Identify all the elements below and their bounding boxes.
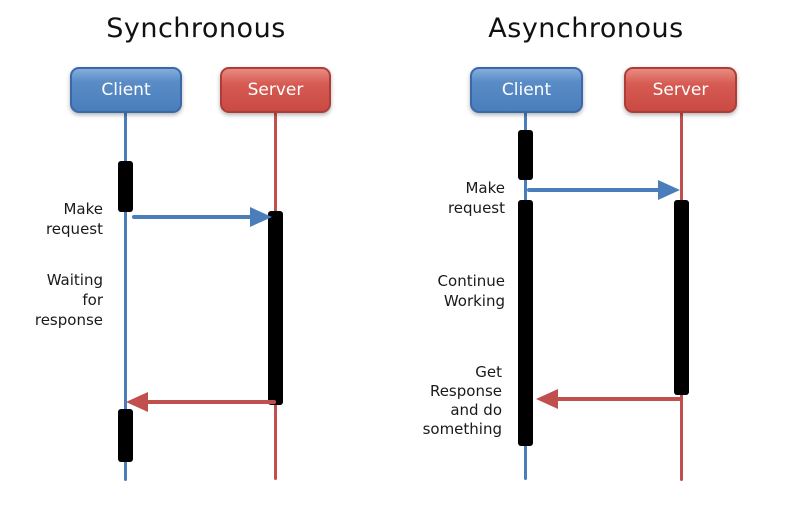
sync-response-arrowhead: [126, 392, 148, 412]
sync-request-arrowhead: [250, 207, 272, 227]
sync-client-activation-bottom: [118, 409, 133, 462]
asynchronous-title: Asynchronous: [488, 13, 684, 44]
sync-server-box-label: Server: [247, 80, 304, 100]
sync-make-request-label: Make request: [45, 200, 103, 238]
async-client-activation-top: [518, 130, 533, 180]
sync-waiting-label: Waiting for response: [34, 271, 103, 329]
async-request-arrowhead: [658, 180, 680, 200]
sync-client-box: Client: [70, 67, 182, 113]
sync-server-box: Server: [220, 67, 331, 113]
async-make-request-label: Make request: [447, 179, 505, 217]
synchronous-title: Synchronous: [106, 13, 286, 44]
async-client-box: Client: [470, 67, 583, 113]
sync-client-lifeline: [124, 112, 127, 481]
async-get-response-label: Get Response and do something: [422, 363, 502, 438]
async-client-activation-main: [518, 200, 533, 446]
async-server-box-label: Server: [652, 80, 709, 100]
sync-server-activation: [268, 211, 283, 405]
sync-request-arrow-line: [132, 215, 252, 219]
async-client-box-label: Client: [501, 80, 552, 100]
sync-client-box-label: Client: [101, 80, 151, 100]
async-server-activation: [674, 200, 689, 395]
async-server-box: Server: [624, 67, 737, 113]
sync-client-activation-top: [118, 161, 133, 212]
async-response-arrowhead: [536, 389, 558, 409]
async-continue-working-label: Continue Working: [437, 272, 505, 310]
async-response-arrow-line: [556, 397, 682, 401]
sync-response-arrow-line: [146, 400, 276, 404]
async-request-arrow-line: [527, 188, 660, 192]
